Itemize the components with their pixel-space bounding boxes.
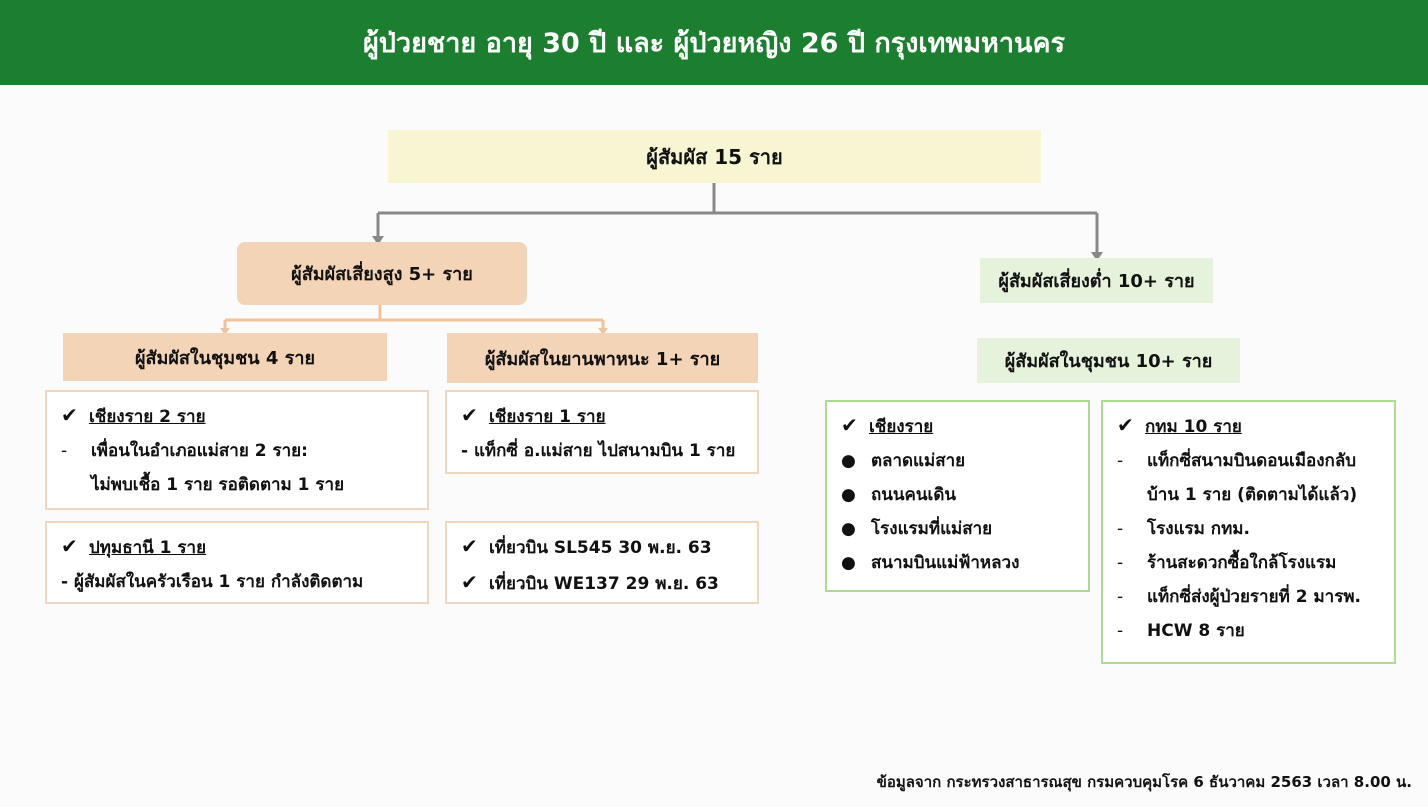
card-item: - ผู้สัมผัสในครัวเรือน 1 ราย กำลังติดตาม [61, 572, 364, 592]
dash-marker: - [1117, 587, 1124, 607]
dash-marker: - [1117, 621, 1124, 641]
low-risk-node: ผู้สัมผัสเสี่ยงต่ำ 10+ ราย [980, 258, 1213, 303]
card-heading: เชียงราย 1 ราย [489, 407, 606, 427]
high-vehicle-node: ผู้สัมผัสในยานพาหนะ 1+ ราย [447, 333, 758, 383]
card-item: เที่ยวบิน SL545 30 พ.ย. 63 [489, 538, 712, 558]
check-icon: ✔ [461, 534, 478, 558]
check-icon: ✔ [61, 534, 78, 558]
card-item: แท็กซี่สนามบินดอนเมืองกลับ [1147, 451, 1357, 471]
card-item: ตลาดแม่สาย [871, 451, 966, 471]
bullet-icon: ● [841, 553, 856, 573]
card-item: HCW 8 ราย [1147, 621, 1245, 641]
low-community-node: ผู้สัมผัสในชุมชน 10+ ราย [977, 338, 1240, 383]
source-footer: ข้อมูลจาก กระทรวงสาธารณสุข กรมควบคุมโรค … [876, 773, 1412, 791]
root-node: ผู้สัมผัส 15 ราย [388, 130, 1041, 183]
card-item: ร้านสะดวกซื้อใกล้โรงแรม [1147, 553, 1337, 573]
check-icon: ✔ [461, 403, 478, 427]
card-item: - แท็กซี่ อ.แม่สาย ไปสนามบิน 1 ราย [461, 441, 736, 461]
card-item: โรงแรมที่แม่สาย [871, 519, 993, 539]
card-chiangrai-vehicle: ✔ เชียงราย 1 ราย - แท็กซี่ อ.แม่สาย ไปสนา… [445, 390, 759, 474]
card-bangkok-low: ✔กทม 10 ราย -แท็กซี่สนามบินดอนเมืองกลับ … [1101, 400, 1396, 664]
card-item: ถนนคนเดิน [871, 485, 956, 505]
card-heading: ปทุมธานี 1 ราย [89, 538, 207, 558]
card-heading: เชียงราย 2 ราย [89, 407, 206, 427]
dash-marker: - [1117, 451, 1124, 471]
dash-marker: - [61, 441, 68, 461]
card-chiangrai-community: ✔ เชียงราย 2 ราย - เพื่อนในอำเภอแม่สาย 2 ร… [45, 390, 429, 510]
bullet-icon: ● [841, 519, 856, 539]
dash-marker: - [1117, 553, 1124, 573]
bullet-icon: ● [841, 485, 856, 505]
card-item: โรงแรม กทม. [1147, 519, 1250, 539]
high-community-node: ผู้สัมผัสในชุมชน 4 ราย [63, 333, 387, 381]
high-risk-node: ผู้สัมผัสเสี่ยงสูง 5+ ราย [237, 242, 527, 305]
card-chiangrai-low: ✔ เชียงราย ● ตลาดแม่สาย ● ถนนคนเดิน ● โรงแรม… [825, 400, 1090, 592]
card-item: แท็กซี่ส่งผู้ป่วยรายที่ 2 มารพ. [1147, 587, 1361, 607]
card-item: เพื่อนในอำเภอแม่สาย 2 ราย: [91, 441, 308, 461]
check-icon: ✔ [841, 413, 858, 437]
card-pathumthani: ✔ ปทุมธานี 1 ราย - ผู้สัมผัสในครัวเรือน 1… [45, 521, 429, 604]
check-icon: ✔ [461, 570, 478, 594]
check-icon: ✔ [1117, 413, 1134, 437]
card-item: เที่ยวบิน WE137 29 พ.ย. 63 [489, 574, 719, 594]
page-title: ผู้ป่วยชาย อายุ 30 ปี และ ผู้ป่วยหญิง 26… [0, 0, 1428, 85]
bullet-icon: ● [841, 451, 856, 471]
card-item: บ้าน 1 ราย (ติดตามได้แล้ว) [1147, 485, 1358, 505]
check-icon: ✔ [61, 403, 78, 427]
card-item: สนามบินแม่ฟ้าหลวง [871, 553, 1020, 573]
card-heading: กทม 10 ราย [1145, 417, 1242, 437]
card-item: ไม่พบเชื้อ 1 ราย รอติดตาม 1 ราย [91, 475, 345, 495]
card-flights: ✔ เที่ยวบิน SL545 30 พ.ย. 63 ✔ เที่ยวบิน W… [445, 521, 759, 604]
dash-marker: - [1117, 519, 1124, 539]
card-heading: เชียงราย [869, 417, 934, 437]
